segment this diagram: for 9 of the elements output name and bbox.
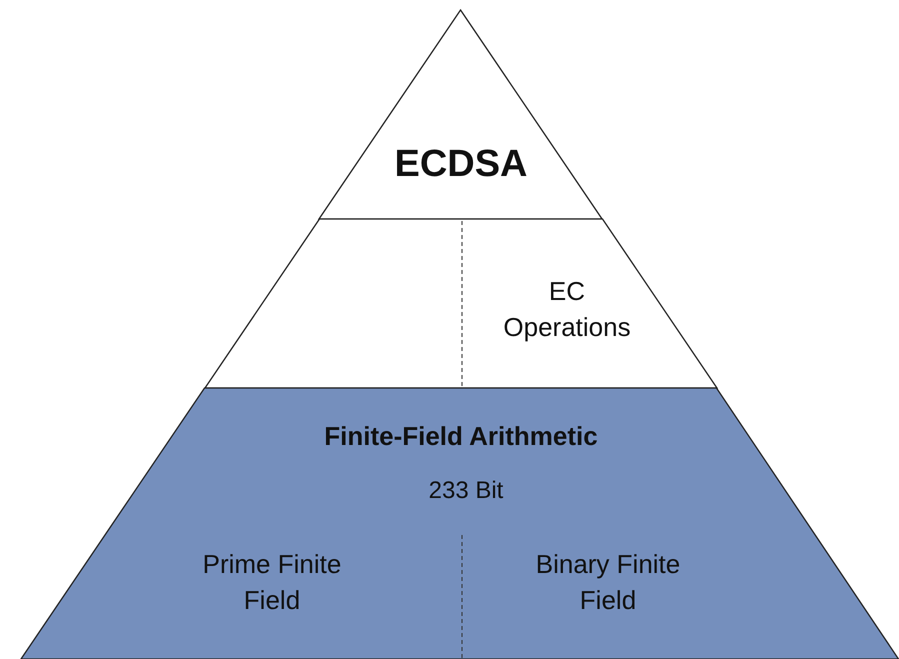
field-label: Prime Finite Field <box>202 548 342 618</box>
field-label: Binary Finite Field <box>534 548 682 618</box>
pyramid-base-section <box>21 388 899 659</box>
level-title: ECDSA <box>393 142 528 187</box>
level-label: EC Operations <box>502 275 632 344</box>
pyramid-apex-section <box>319 10 603 219</box>
pyramid-middle-section <box>205 219 717 388</box>
bit-size-label: 233 Bit <box>428 476 504 506</box>
level-title: Finite-Field Arithmetic <box>323 420 599 453</box>
